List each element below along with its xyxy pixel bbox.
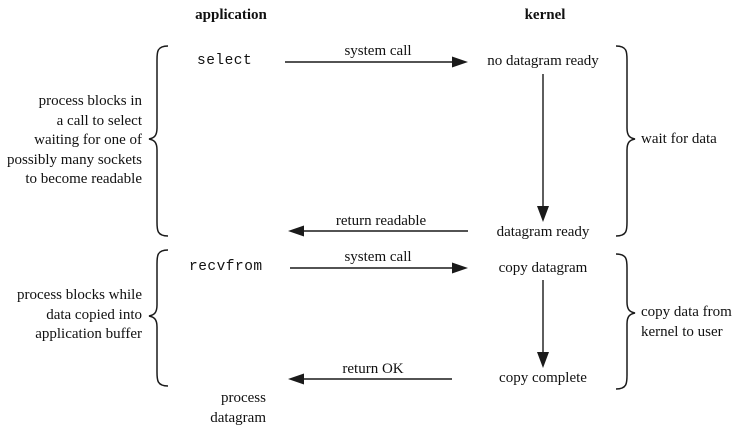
arrow-label-return-ok: return OK <box>342 361 404 377</box>
step-no-datagram-ready: no datagram ready <box>487 53 599 69</box>
step-copy-datagram: copy datagram <box>498 260 588 276</box>
brace-left-select <box>148 45 169 237</box>
step-recvfrom: recvfrom <box>189 259 263 275</box>
arrow-label-syscall-select: system call <box>344 43 412 59</box>
step-select: select <box>197 53 253 69</box>
step-process-datagram: process datagram <box>210 390 266 426</box>
brace-right-wait <box>615 45 636 237</box>
step-copy-complete: copy complete <box>499 370 587 386</box>
column-heading-application: application <box>195 7 267 23</box>
arrow-kernel-copy <box>537 280 549 368</box>
arrow-label-return-readable: return readable <box>335 213 427 229</box>
annotation-copy-data-kernel-to-user: copy data from kernel to user <box>641 304 732 340</box>
step-datagram-ready: datagram ready <box>496 224 590 240</box>
column-heading-kernel: kernel <box>524 7 566 23</box>
brace-right-copy <box>615 253 636 390</box>
annotation-process-blocks-select: process blocks in a call to select waiti… <box>7 93 142 187</box>
brace-left-copy <box>148 249 169 387</box>
arrow-kernel-wait <box>537 74 549 222</box>
annotation-wait-for-data: wait for data <box>641 131 717 147</box>
annotation-process-blocks-copy: process blocks while data copied into ap… <box>17 287 142 342</box>
arrow-label-syscall-recvfrom: system call <box>344 249 412 265</box>
